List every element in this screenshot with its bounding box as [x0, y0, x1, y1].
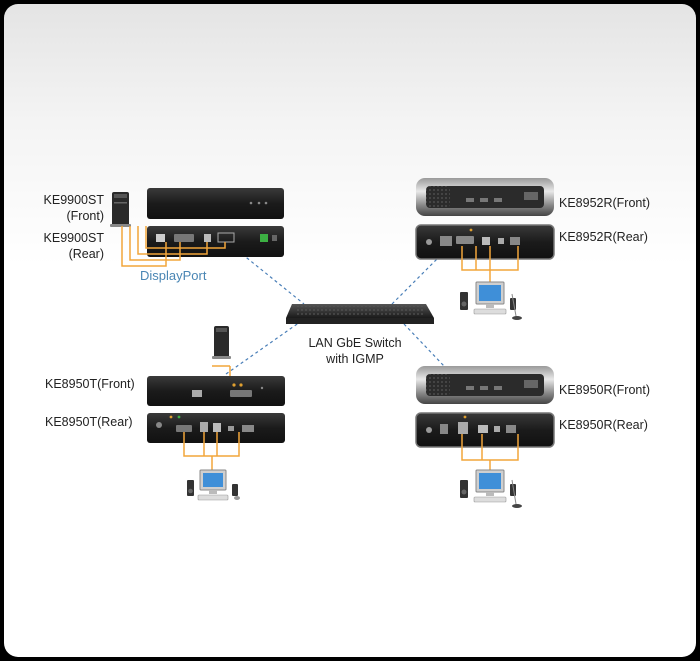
ke8952r-rear-unit	[415, 224, 555, 260]
label-ke8950t-rear: KE8950T(Rear)	[45, 415, 133, 429]
label-ke9900st-front: KE9900ST (Front)	[36, 192, 104, 224]
ke8950t-front-unit	[147, 376, 285, 406]
ke8950t-cables	[183, 365, 240, 470]
diagram-frame: KE9900ST (Front) KE9900ST (Rear) Display…	[4, 4, 696, 657]
tower-pc-icon-2	[212, 326, 231, 359]
label-ke9900st-front-line1: KE9900ST	[43, 193, 104, 207]
label-ke9900st-front-line2: (Front)	[66, 209, 105, 223]
network-links	[225, 253, 445, 375]
label-ke9900st-rear-line2: (Rear)	[68, 247, 104, 261]
label-lan-switch-line1: LAN GbE Switch	[308, 336, 402, 350]
link-ke8950r	[403, 323, 445, 367]
label-ke8950r-front: KE8950R(Front)	[559, 383, 651, 397]
label-ke8950r-rear: KE8950R(Rear)	[559, 418, 648, 432]
link-ke9900st	[241, 253, 305, 305]
ke9900st-cables	[121, 226, 226, 267]
ke8952r-cables	[461, 246, 519, 284]
label-lan-switch-line2: with IGMP	[326, 352, 384, 366]
ke8950r-front-unit	[416, 366, 554, 404]
ke8950r-rear-unit	[415, 412, 555, 448]
label-lan-switch: LAN GbE Switch with IGMP	[300, 335, 410, 367]
label-displayport: DisplayPort	[140, 268, 207, 283]
ke9900st-rear-unit	[147, 226, 284, 257]
label-ke8950t-front: KE8950T(Front)	[45, 377, 135, 391]
lan-switch-icon	[286, 304, 434, 324]
ke9900st-front-unit	[147, 188, 284, 219]
label-ke8952r-front: KE8952R(Front)	[559, 196, 651, 210]
ke8952r-front-unit	[416, 178, 554, 216]
workstation-icon-1	[187, 469, 240, 501]
link-ke8950t	[225, 321, 301, 375]
tower-pc-icon	[110, 192, 131, 227]
label-ke9900st-rear-line1: KE9900ST	[43, 231, 104, 245]
ke8950t-rear-unit	[147, 413, 285, 443]
link-ke8952r	[391, 255, 441, 305]
label-ke8952r-rear: KE8952R(Rear)	[559, 230, 648, 244]
workstation-icon-3	[460, 469, 522, 508]
network-diagram	[110, 178, 555, 508]
label-ke9900st-rear: KE9900ST (Rear)	[36, 230, 104, 262]
workstation-icon-2	[460, 281, 522, 320]
